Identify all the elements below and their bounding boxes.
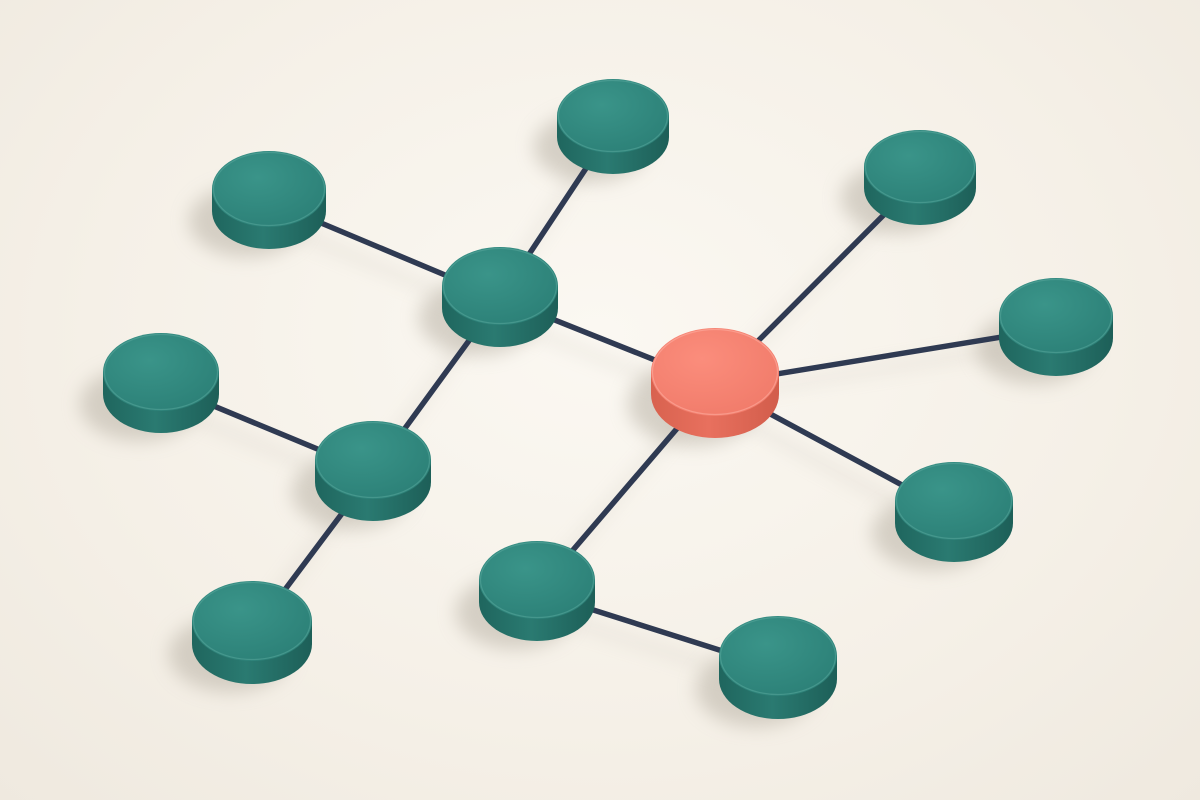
node-right-top <box>999 278 1113 354</box>
node-right <box>999 278 1113 376</box>
node-bottom-middle-rim <box>479 541 595 619</box>
node-top-left-top <box>212 151 326 227</box>
node-top-right <box>864 130 976 225</box>
node-center-top <box>651 328 779 416</box>
node-right-lower <box>895 462 1013 562</box>
node-mid-upper <box>442 247 558 347</box>
node-top-top <box>557 79 669 153</box>
node-bottom-left <box>192 581 312 684</box>
node-mid-lower <box>315 421 431 521</box>
node-bottom-right <box>719 616 837 719</box>
node-left <box>103 333 219 433</box>
node-left-top <box>103 333 219 411</box>
node-top-left-rim <box>212 151 326 227</box>
node-right-lower-top <box>895 462 1013 540</box>
node-bottom-left-top <box>192 581 312 661</box>
node-center <box>651 328 779 438</box>
node-top <box>557 79 669 174</box>
node-top-left <box>212 151 326 249</box>
node-mid-lower-top <box>315 421 431 499</box>
node-bottom-middle-top <box>479 541 595 619</box>
node-bottom-right-rim <box>719 616 837 696</box>
node-top-right-rim <box>864 130 976 204</box>
node-mid-upper-rim <box>442 247 558 325</box>
node-mid-upper-top <box>442 247 558 325</box>
node-mid-lower-rim <box>315 421 431 499</box>
node-top-rim <box>557 79 669 153</box>
node-bottom-middle <box>479 541 595 641</box>
node-right-rim <box>999 278 1113 354</box>
node-bottom-right-top <box>719 616 837 696</box>
node-bottom-left-rim <box>192 581 312 661</box>
node-layer <box>103 79 1113 719</box>
node-left-rim <box>103 333 219 411</box>
node-center-rim <box>651 328 779 416</box>
node-top-right-top <box>864 130 976 204</box>
node-right-lower-rim <box>895 462 1013 540</box>
